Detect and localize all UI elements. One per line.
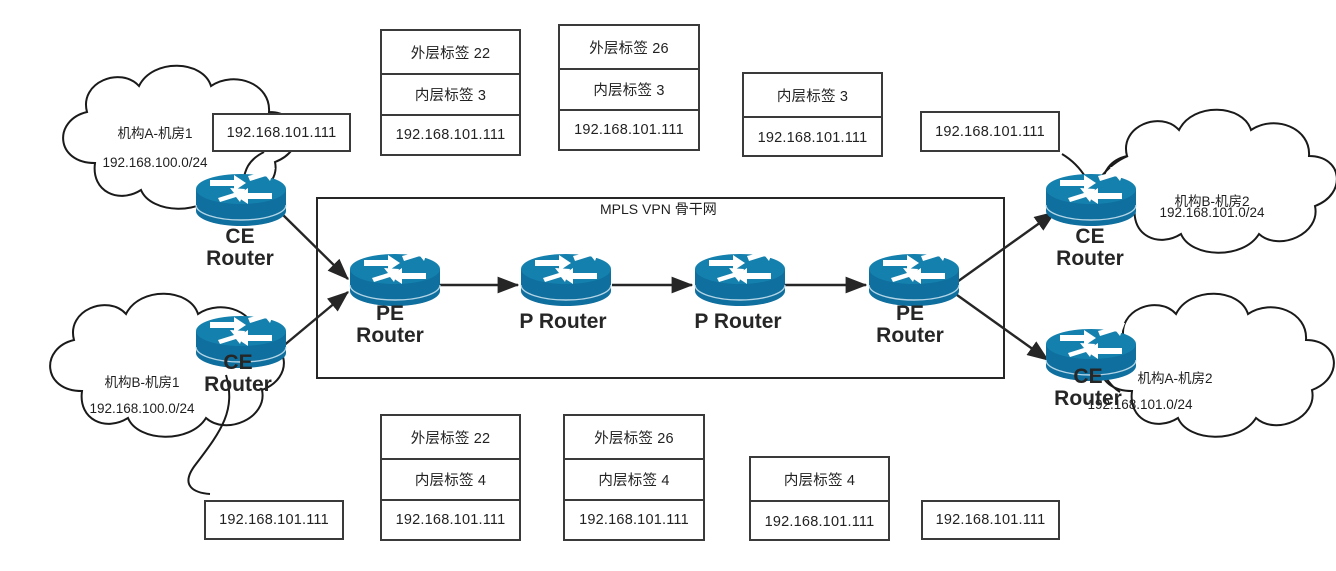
router-ce-top-right[interactable] xyxy=(1045,166,1137,227)
packet-row-outer-label: 外层标签 26 xyxy=(594,430,674,447)
router-p-right[interactable] xyxy=(694,246,786,307)
cloud-b-site2-name: 机构B-机房2 xyxy=(1174,194,1250,209)
packet-stack-top-ingress-ip: 192.168.101.111 xyxy=(212,113,351,152)
packet-stack-top-inner3: 内层标签 3 192.168.101.111 xyxy=(742,72,883,157)
cloud-a-site2-subnet: 192.168.101.0/24 xyxy=(1087,397,1193,412)
link-ce-bottomleft-to-ip-box xyxy=(187,374,231,495)
packet-row-inner-label: 内层标签 4 xyxy=(382,458,519,499)
router-p-left[interactable] xyxy=(520,246,612,307)
packet-stack-bottom-ingress-ip: 192.168.101.111 xyxy=(204,500,344,540)
arrow-pe-right-to-ce-topright xyxy=(949,211,1056,288)
packet-row-outer-label: 外层标签 26 xyxy=(589,40,669,57)
packet-row-ip: 192.168.101.111 xyxy=(751,500,888,541)
arrow-ce-topleft-to-pe xyxy=(279,211,349,280)
mpls-backbone-box xyxy=(316,197,1005,379)
router-pe-left[interactable] xyxy=(349,246,441,307)
packet-stack-bottom-outer26: 外层标签 26 内层标签 4 192.168.101.111 xyxy=(563,414,705,541)
packet-stack-top-egress-ip: 192.168.101.111 xyxy=(920,111,1060,152)
cloud-b-site2-subnet: 192.168.101.0/24 xyxy=(1159,205,1265,220)
packet-row-inner-label: 内层标签 4 xyxy=(783,472,856,489)
packet-row-inner-label: 内层标签 4 xyxy=(565,458,703,499)
router-ce-bottom-left[interactable] xyxy=(195,308,287,369)
packet-row-inner-label: 内层标签 3 xyxy=(776,88,849,105)
cloud-b-site1-name: 机构B-机房1 xyxy=(104,375,180,390)
arrow-ce-bottomleft-to-pe xyxy=(275,291,349,353)
arrow-pe-right-to-ce-bottomright xyxy=(949,289,1049,361)
cloud-a-site2-name: 机构A-机房2 xyxy=(1137,371,1213,386)
packet-row-outer-label: 外层标签 22 xyxy=(410,45,491,62)
mpls-backbone-title: MPLS VPN 骨干网 xyxy=(600,201,717,217)
packet-row-inner-label: 内层标签 3 xyxy=(560,68,698,109)
cloud-b-site1-subnet: 192.168.100.0/24 xyxy=(89,401,195,416)
packet-row-ip: 192.168.101.111 xyxy=(935,512,1046,528)
packet-stack-top-outer22: 外层标签 22 内层标签 3 192.168.101.111 xyxy=(380,29,521,156)
cloud-a-site1-subnet: 192.168.100.0/24 xyxy=(102,155,208,170)
packet-stack-top-outer26: 外层标签 26 内层标签 3 192.168.101.111 xyxy=(558,24,700,151)
packet-row-ip: 192.168.101.111 xyxy=(744,116,881,157)
packet-row-ip: 192.168.101.111 xyxy=(219,512,329,528)
packet-row-ip: 192.168.101.111 xyxy=(382,499,519,539)
packet-row-inner-label: 内层标签 3 xyxy=(382,73,519,114)
packet-stack-bottom-outer22: 外层标签 22 内层标签 4 192.168.101.111 xyxy=(380,414,521,541)
packet-row-ip: 192.168.101.111 xyxy=(382,114,519,154)
packet-stack-bottom-inner4: 内层标签 4 192.168.101.111 xyxy=(749,456,890,541)
packet-row-outer-label: 外层标签 22 xyxy=(410,430,491,447)
router-ce-top-left[interactable] xyxy=(195,166,287,227)
packet-row-ip: 192.168.101.111 xyxy=(565,499,703,539)
packet-row-ip: 192.168.101.111 xyxy=(226,124,337,141)
router-pe-right[interactable] xyxy=(868,246,960,307)
packet-row-ip: 192.168.101.111 xyxy=(560,109,698,149)
packet-stack-bottom-egress-ip: 192.168.101.111 xyxy=(921,500,1060,540)
cloud-a-site1-name: 机构A-机房1 xyxy=(117,126,193,141)
packet-row-ip: 192.168.101.111 xyxy=(935,123,1045,140)
